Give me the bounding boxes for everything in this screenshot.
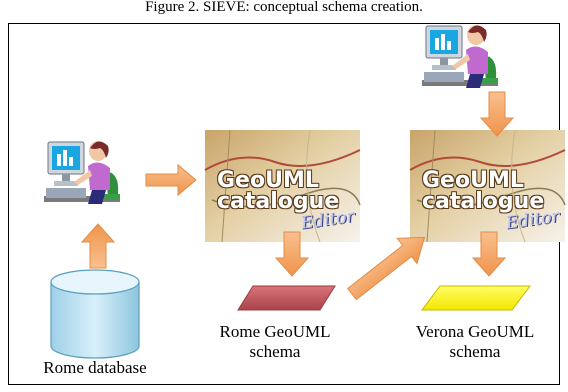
editor-logo-line2: catalogue bbox=[217, 189, 340, 214]
editor-logo-line1: GeoUML bbox=[217, 168, 319, 193]
label-rome-database: Rome database bbox=[43, 358, 147, 377]
arrow-user-to-editor bbox=[145, 164, 197, 196]
user-at-computer-icon-right bbox=[421, 24, 499, 89]
editor-logo-title-left: GeoUML catalogue bbox=[217, 168, 340, 214]
rome-schema-shape bbox=[237, 285, 336, 311]
geouml-catalogue-editor-logo-left bbox=[204, 129, 361, 243]
label-verona-schema-line1: Verona GeoUML bbox=[415, 322, 535, 341]
verona-schema-shape bbox=[421, 285, 531, 311]
label-verona-schema-line2: schema bbox=[449, 342, 501, 361]
user-at-computer-icon-left bbox=[43, 140, 121, 205]
arrow-rome-schema-to-verona-editor bbox=[346, 236, 426, 301]
label-verona-schema: Verona GeoUML schema bbox=[390, 322, 560, 362]
geouml-catalogue-editor-logo-right bbox=[409, 129, 566, 243]
editor-logo-line2: catalogue bbox=[422, 189, 545, 214]
editor-logo-title-right: GeoUML catalogue bbox=[422, 168, 545, 214]
label-rome-schema-line2: schema bbox=[249, 342, 301, 361]
arrow-database-to-user bbox=[81, 223, 115, 269]
database-icon bbox=[50, 269, 140, 359]
figure-caption: Figure 2. SIEVE: conceptual schema creat… bbox=[145, 0, 423, 15]
editor-logo-text-left: GeoUML catalogue Editor bbox=[205, 130, 360, 242]
label-rome-schema: Rome GeoUML schema bbox=[200, 322, 350, 362]
label-rome-schema-line1: Rome GeoUML bbox=[219, 322, 331, 341]
editor-logo-line1: GeoUML bbox=[422, 168, 524, 193]
editor-logo-text-right: GeoUML catalogue Editor bbox=[410, 130, 565, 242]
